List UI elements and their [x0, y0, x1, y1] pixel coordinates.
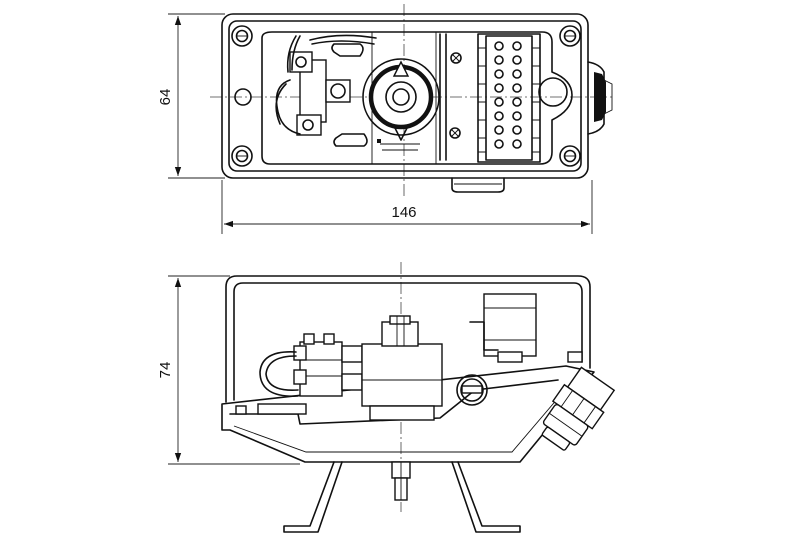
top-housing-outline	[221, 13, 589, 179]
cam-disc-outer	[362, 58, 440, 136]
knob-inner	[460, 378, 484, 402]
cross-screw-lower	[449, 127, 461, 139]
gland-nut-dark	[594, 72, 606, 122]
motor-housing	[361, 343, 443, 407]
terminal-screws	[494, 41, 522, 149]
shaft-collar	[385, 81, 417, 113]
pcb-standoff-left	[235, 405, 247, 415]
switch-terminal-lower	[296, 114, 322, 136]
corner-screw-top-left	[231, 25, 253, 47]
terminal-block	[477, 33, 541, 163]
dimension-label-146: 146	[391, 204, 416, 221]
adjusting-knob	[456, 374, 488, 406]
terminal-ribs-left	[478, 47, 486, 153]
switch-terminal-upper	[289, 51, 313, 73]
knob-slot	[461, 385, 483, 394]
gland-side-seal	[541, 426, 571, 451]
corner-screw-bottom-left	[231, 145, 253, 167]
knob-outer	[456, 374, 488, 406]
top-view	[210, 4, 613, 196]
switch-side-plunger-lower	[341, 373, 363, 391]
switch-wire-bridge	[309, 34, 377, 45]
cover-inner	[233, 282, 583, 401]
cam-notch	[394, 127, 408, 141]
switch-side-wire-outer	[259, 351, 299, 397]
cover-outer	[225, 275, 591, 403]
switch-side-clip-lower	[293, 369, 307, 385]
corner-screw-bottom-right	[559, 145, 581, 167]
pcb-standoff-right	[567, 351, 583, 363]
bracket-rail	[439, 33, 447, 161]
dimension-label-74: 74	[157, 362, 174, 379]
cross-screw-upper	[450, 52, 462, 64]
output-shaft	[391, 461, 411, 501]
mounting-foot-right	[451, 461, 521, 533]
dimension-label-64: 64	[157, 89, 174, 106]
cam-assembly	[362, 31, 447, 165]
corner-screw-top-right	[559, 25, 581, 47]
top-housing-inner-edge	[228, 20, 582, 172]
motor-base	[369, 405, 435, 421]
left-mounting-hole	[234, 88, 252, 106]
switch-wire-loop	[275, 79, 301, 135]
switch-side-body	[299, 341, 343, 397]
motor-top-nub	[389, 315, 411, 325]
cam-pointer	[392, 60, 410, 77]
switch-side-terminal-b	[323, 333, 335, 345]
pcb-strip	[257, 403, 307, 415]
switch-lever-bottom	[333, 133, 368, 147]
switch-lever-top	[331, 43, 364, 57]
base-inner-edge	[233, 383, 571, 453]
motor-top-cap	[381, 321, 419, 347]
cable-gland-top-view	[587, 61, 613, 135]
top-view-dimensions: 64 146	[157, 13, 593, 234]
terminal-block-housing	[477, 33, 541, 163]
side-view-dimensions: 74	[157, 275, 300, 465]
cam-marker	[377, 139, 381, 143]
side-view	[221, 262, 616, 533]
micro-switch-side	[259, 333, 363, 397]
switch-side-clip-upper	[293, 345, 307, 361]
terminal-ribs-right	[532, 47, 540, 153]
switch-plunger	[325, 79, 351, 103]
switch-side-plunger-upper	[341, 345, 363, 363]
shaft	[392, 88, 410, 106]
cable-gland-side	[541, 366, 616, 451]
switch-side-terminal-a	[303, 333, 315, 345]
switch-wire-top	[286, 35, 301, 73]
right-mounting-hole	[538, 77, 568, 107]
micro-switch	[275, 34, 377, 147]
gland-outer-ring	[603, 79, 613, 115]
motor-block	[361, 315, 443, 421]
foot-left-outline	[283, 461, 343, 533]
switch-side-wire-inner	[265, 355, 299, 391]
terminal-block-inner	[485, 35, 533, 161]
terminal-block-side	[469, 293, 537, 363]
terminal-side-clip	[469, 321, 499, 351]
terminal-side-foot	[497, 351, 523, 363]
terminal-side-body	[483, 293, 537, 357]
foot-right-outline	[451, 461, 521, 533]
base-outline	[221, 365, 595, 463]
bottom-boss-top-view	[451, 177, 505, 193]
mounting-foot-left	[283, 461, 343, 533]
top-cavity-outline	[261, 31, 573, 165]
